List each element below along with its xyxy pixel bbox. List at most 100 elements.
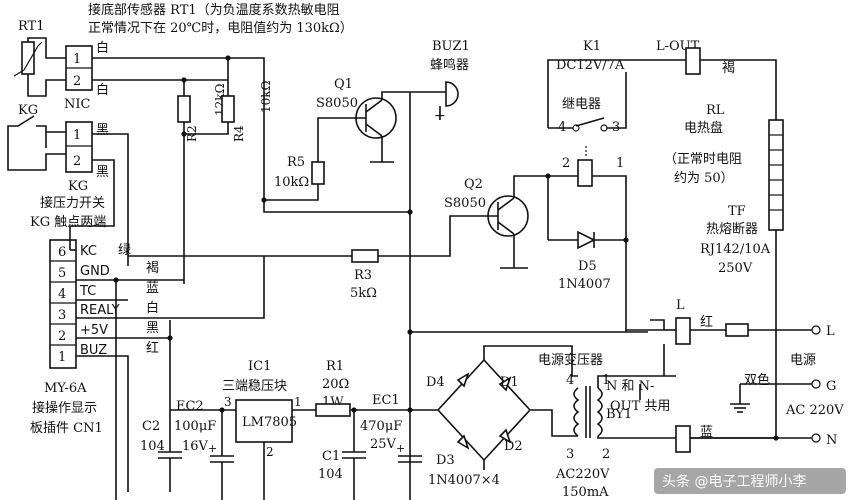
svg-text:1N4007: 1N4007 xyxy=(558,277,611,292)
svg-text:6: 6 xyxy=(58,245,66,260)
svg-text:S8050: S8050 xyxy=(316,96,358,111)
svg-text:104: 104 xyxy=(318,467,343,482)
svg-text:L: L xyxy=(676,298,685,313)
rt1-title-line2: 正常情况下在 20℃时，电阻值约为 130kΩ） xyxy=(88,20,353,36)
svg-text:Q2: Q2 xyxy=(464,177,483,192)
ic1-part: LM7805 xyxy=(242,415,297,430)
rt1-sensor: RT1 1 2 NIC 白 白 xyxy=(13,19,109,112)
svg-text:IC1: IC1 xyxy=(248,359,271,374)
svg-text:电源变压器: 电源变压器 xyxy=(538,352,603,368)
svg-text:150mA: 150mA xyxy=(562,485,609,500)
svg-text:4: 4 xyxy=(566,373,574,388)
svg-text:1: 1 xyxy=(616,156,624,171)
buzzer-buz1: BUZ1 蜂鸣器 + xyxy=(410,39,470,124)
svg-text:DC12V/7A: DC12V/7A xyxy=(556,58,625,73)
svg-text:MY-6A: MY-6A xyxy=(44,381,87,396)
svg-text:蓝: 蓝 xyxy=(146,281,159,296)
svg-text:10kΩ: 10kΩ xyxy=(259,80,273,113)
svg-text:10kΩ: 10kΩ xyxy=(274,175,309,190)
svg-text:RJ142/10A: RJ142/10A xyxy=(700,242,771,257)
kg-switch: KG 1 2 KG 黑 黑 接压力开关 KG 触点两端 xyxy=(7,103,109,230)
svg-text:2: 2 xyxy=(602,447,610,462)
svg-text:蜂鸣器: 蜂鸣器 xyxy=(430,57,469,73)
svg-text:5: 5 xyxy=(58,266,66,281)
resistor-r3: R3 5kΩ xyxy=(128,249,379,301)
svg-text:100μF: 100μF xyxy=(174,419,216,434)
svg-text:C2: C2 xyxy=(142,419,160,434)
svg-text:L: L xyxy=(826,324,835,339)
svg-text:褐: 褐 xyxy=(146,261,159,276)
svg-text:470μF: 470μF xyxy=(360,419,402,434)
svg-text:GND: GND xyxy=(80,264,110,279)
svg-text:REALY: REALY xyxy=(80,303,120,318)
svg-text:1: 1 xyxy=(58,350,66,365)
transistor-q1: Q1 S8050 xyxy=(316,77,410,163)
fuse-tf: TF 热熔断器 RJ142/10A 250V xyxy=(690,204,777,439)
svg-text:2: 2 xyxy=(266,445,274,459)
svg-text:BUZ1: BUZ1 xyxy=(432,39,470,54)
svg-text:D1: D1 xyxy=(500,375,519,390)
svg-text:20Ω: 20Ω xyxy=(322,377,349,392)
svg-text:TC: TC xyxy=(79,284,96,299)
svg-text:BY1: BY1 xyxy=(606,407,632,422)
svg-text:250V: 250V xyxy=(718,261,753,276)
svg-text:1: 1 xyxy=(602,373,610,388)
rt1-ref: RT1 xyxy=(18,19,45,34)
svg-text:双色: 双色 xyxy=(744,372,770,388)
svg-text:R5: R5 xyxy=(287,155,305,170)
svg-text:黑: 黑 xyxy=(96,165,109,180)
svg-text:热熔断器: 热熔断器 xyxy=(706,222,758,237)
svg-text:2: 2 xyxy=(562,156,570,171)
svg-text:4: 4 xyxy=(58,287,66,302)
svg-text:104: 104 xyxy=(140,439,165,454)
svg-text:D4: D4 xyxy=(426,375,445,390)
svg-text:16V: 16V xyxy=(182,439,209,454)
svg-text:白: 白 xyxy=(96,82,109,98)
rt1-title: 接底部传感器 RT1（为负温度系数热敏电阻 xyxy=(88,2,340,18)
svg-text:Q1: Q1 xyxy=(334,77,353,92)
svg-text:OUT 共用: OUT 共用 xyxy=(610,399,670,414)
watermark: 头条 @电子工程师小李 xyxy=(662,473,806,490)
resistor-r2: R2 12kΩ xyxy=(177,80,227,284)
svg-text:N: N xyxy=(826,433,837,448)
l-out-terminal: L-OUT 褐 xyxy=(656,39,777,120)
svg-text:C1: C1 xyxy=(322,449,340,464)
svg-text:红: 红 xyxy=(146,340,159,356)
svg-text:3: 3 xyxy=(566,447,574,462)
kg-connector xyxy=(65,121,93,173)
svg-text:G: G xyxy=(826,379,836,394)
svg-text:电热盘: 电热盘 xyxy=(684,120,723,136)
bridge-rectifier: D4 D1 D2 D3 1N4007×4 xyxy=(410,345,578,488)
svg-text:EC2: EC2 xyxy=(176,399,204,414)
svg-text:白: 白 xyxy=(96,40,109,56)
capacitor-c1: C1 104 xyxy=(318,410,366,492)
svg-text:KG 触点两端: KG 触点两端 xyxy=(30,215,106,230)
kg-ref: KG xyxy=(18,103,38,118)
svg-text:D3: D3 xyxy=(436,453,455,468)
svg-text:红: 红 xyxy=(700,314,713,330)
capacitor-ec2: EC2 100μF 16V + xyxy=(174,399,234,492)
svg-text:褐: 褐 xyxy=(722,61,735,76)
regulator-ic1: IC1 三端稳压块 LM7805 1 3 2 xyxy=(170,359,302,492)
resistor-r5: R5 10kΩ xyxy=(264,155,325,201)
svg-text:BUZ: BUZ xyxy=(80,343,107,358)
svg-text:绿: 绿 xyxy=(118,243,131,258)
capacitor-c2: C2 104 xyxy=(140,320,182,492)
rt1-connector-name: NIC xyxy=(64,97,91,112)
svg-text:+: + xyxy=(396,442,405,455)
svg-text:黑: 黑 xyxy=(146,321,159,336)
svg-text:3: 3 xyxy=(58,308,66,323)
svg-text:D2: D2 xyxy=(504,439,523,454)
svg-text:继电器: 继电器 xyxy=(562,97,601,112)
connector-my6a: 6 5 4 3 2 1 KC GND TC REALY +5V BUZ 绿 褐 … xyxy=(30,239,159,436)
svg-text:D5: D5 xyxy=(578,259,597,274)
svg-text:KC: KC xyxy=(80,244,97,259)
svg-text:蓝: 蓝 xyxy=(700,425,713,440)
svg-text:R4: R4 xyxy=(232,125,246,142)
heater-rl: RL 电热盘 （正常时电阻 约为 50） xyxy=(664,103,784,231)
svg-text:电源: 电源 xyxy=(790,353,816,368)
svg-text:接操作显示: 接操作显示 xyxy=(32,400,97,416)
svg-text:三端稳压块: 三端稳压块 xyxy=(222,378,287,394)
svg-text:1: 1 xyxy=(73,52,81,67)
